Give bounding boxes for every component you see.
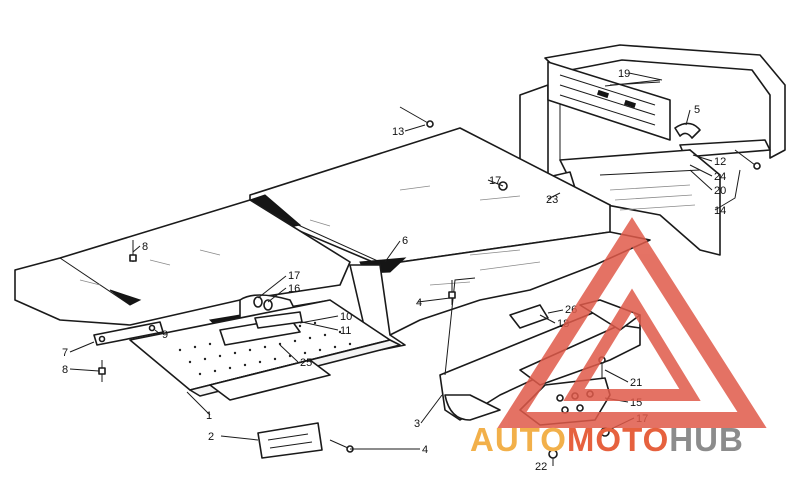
strip-part-7 [93, 321, 164, 346]
callout-22: 22 [535, 461, 547, 473]
callout-13: 13 [392, 126, 404, 138]
leader-lines [69, 72, 741, 466]
bolt-8-bottom [98, 360, 106, 382]
callout-17-top: 17 [489, 175, 501, 187]
brand-hub: HUB [669, 421, 744, 458]
bolt-19 [604, 79, 661, 87]
callout-20: 20 [714, 185, 726, 197]
callout-10: 10 [340, 311, 352, 323]
callout-7: 7 [62, 347, 68, 359]
watermark-brand-text: AUTOMOTOHUB [470, 418, 800, 462]
watermark-triangle-icon [497, 217, 767, 428]
bolt-14 [734, 149, 761, 170]
fastener-4-mid [448, 280, 456, 305]
running-board [129, 299, 401, 401]
callout-8-bottom: 8 [62, 364, 68, 376]
callout-23: 23 [546, 194, 558, 206]
callout-12: 12 [714, 156, 726, 168]
fastener-4-low [329, 439, 354, 453]
callout-4-low: 4 [422, 444, 428, 456]
callout-14: 14 [714, 205, 726, 217]
main-footwell [349, 231, 651, 351]
callout-17-left: 17 [288, 270, 300, 282]
brand-auto: AUTO [470, 421, 567, 458]
callout-21: 21 [630, 377, 642, 389]
callout-19: 19 [618, 68, 630, 80]
callout-9: 9 [162, 329, 168, 341]
handle-bar-25 [219, 296, 303, 346]
bolt-8-top [129, 240, 137, 262]
callout-2: 2 [208, 431, 214, 443]
callout-25: 25 [300, 357, 312, 369]
callout-11: 11 [340, 325, 351, 337]
callout-24: 24 [714, 171, 726, 183]
callout-5: 5 [694, 104, 700, 116]
bolt-13 [399, 106, 434, 128]
callout-8-top: 8 [142, 241, 148, 253]
callout-3: 3 [414, 418, 420, 430]
callout-1: 1 [206, 410, 212, 422]
callout-6: 6 [402, 235, 408, 247]
brand-moto: MOTO [566, 421, 670, 458]
reflector [257, 422, 323, 459]
callout-4-mid: 4 [416, 297, 422, 309]
callout-16: 16 [288, 283, 300, 295]
